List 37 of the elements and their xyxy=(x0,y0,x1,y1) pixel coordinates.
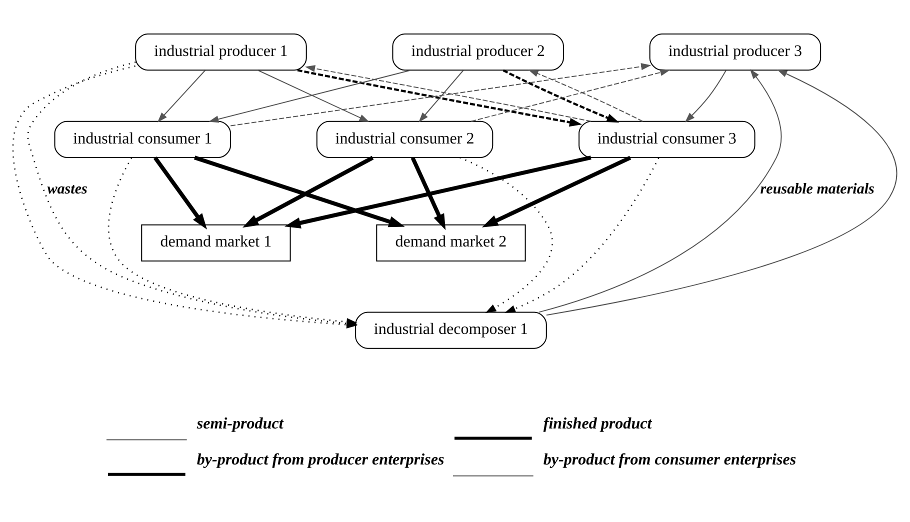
node-box: industrial producer 2 xyxy=(392,34,564,71)
arrow xyxy=(460,156,553,314)
arrow xyxy=(157,70,206,122)
arrow xyxy=(546,70,898,316)
legend-label: by-product from consumer enterprises xyxy=(543,452,796,469)
arrow xyxy=(258,70,370,122)
node-box: industrial consumer 1 xyxy=(54,120,232,158)
edge-label: wastes xyxy=(47,182,88,198)
arrow xyxy=(482,156,632,228)
node-box: demand market 2 xyxy=(376,224,526,262)
arrow xyxy=(528,70,643,122)
legend-label: finished product xyxy=(543,416,652,433)
arrow xyxy=(297,69,582,127)
legend-label: semi-product xyxy=(196,416,284,433)
arrow xyxy=(305,65,592,122)
arrow xyxy=(410,156,446,230)
arrow xyxy=(153,156,208,230)
arrow xyxy=(684,70,726,122)
node-box: industrial decomposer 1 xyxy=(355,312,547,349)
arrow xyxy=(284,156,592,228)
node-box: industrial consumer 3 xyxy=(578,120,756,158)
edge-label: reusable materials xyxy=(760,182,874,198)
arrow xyxy=(418,70,464,122)
node-box: industrial consumer 2 xyxy=(316,120,494,158)
node-box: industrial producer 3 xyxy=(649,34,822,71)
arrow xyxy=(230,63,652,126)
arrow xyxy=(194,156,405,228)
arrow xyxy=(208,70,411,123)
arrow xyxy=(242,156,374,228)
arrow xyxy=(504,158,660,313)
node-box: industrial producer 1 xyxy=(135,34,307,71)
arrow xyxy=(471,69,670,122)
node-box: demand market 1 xyxy=(141,224,291,262)
legend-label: by-product from producer enterprises xyxy=(196,452,444,469)
arrow xyxy=(502,69,620,123)
arrow xyxy=(108,157,358,326)
arrow xyxy=(538,68,782,313)
